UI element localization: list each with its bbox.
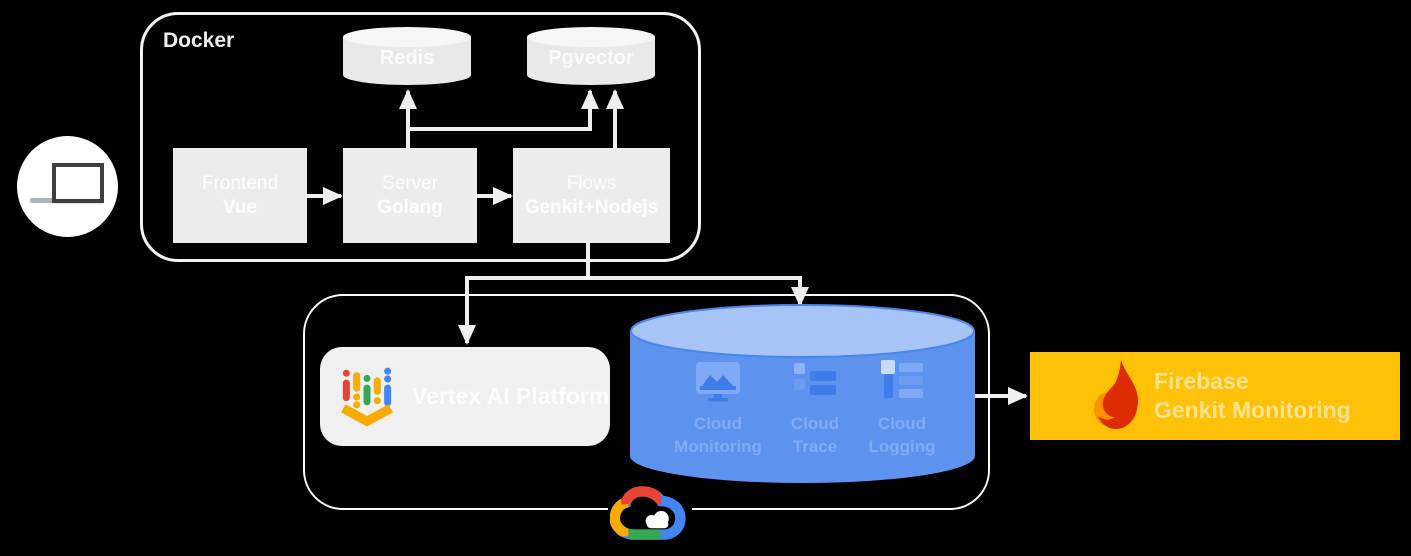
cloud-logging-service: Cloud Logging xyxy=(852,358,952,458)
observability-cylinder: Cloud Monitoring Cloud Trace xyxy=(630,304,975,484)
docker-group: Docker xyxy=(140,12,701,262)
client-device xyxy=(17,136,118,237)
firebase-node: Firebase Genkit Monitoring xyxy=(1030,352,1400,440)
vertex-ai-icon xyxy=(341,367,393,427)
cloud-monitoring-label-line2: Monitoring xyxy=(674,437,762,456)
database-cylinder-icon xyxy=(343,27,471,85)
firebase-label-line1: Firebase xyxy=(1154,368,1249,394)
database-cylinder-icon xyxy=(527,27,655,85)
frontend-node-title: Frontend xyxy=(201,172,279,194)
flows-node: Flows Genkit+Nodejs xyxy=(513,148,670,243)
docker-group-label: Docker xyxy=(163,29,235,52)
pgvector-datastore: Pgvector xyxy=(527,27,655,85)
cloud-trace-service: Cloud Trace xyxy=(772,358,858,458)
flows-node-title: Flows xyxy=(566,172,617,194)
pgvector-label: Pgvector xyxy=(548,47,634,69)
cloud-monitoring-label-line1: Cloud xyxy=(693,414,743,433)
cloud-logging-icon xyxy=(881,360,923,398)
cloud-trace-label-line1: Cloud xyxy=(790,414,840,433)
frontend-node: Frontend Vue xyxy=(173,148,307,243)
redis-datastore: Redis xyxy=(343,27,471,85)
vertex-ai-node: Vertex AI Platform xyxy=(320,347,610,446)
cloud-trace-label-line2: Trace xyxy=(792,437,838,456)
cloud-logging-label-line2: Logging xyxy=(868,437,936,456)
flows-node-tech: Genkit+Nodejs xyxy=(524,196,659,218)
cloud-monitoring-icon xyxy=(696,362,740,402)
firebase-label-line2: Genkit Monitoring xyxy=(1154,397,1351,423)
vertex-ai-label: Vertex AI Platform xyxy=(412,383,610,409)
google-cloud-logo xyxy=(608,482,692,552)
firebase-flame-icon xyxy=(1094,360,1138,429)
laptop-icon xyxy=(30,163,104,204)
server-node: Server Golang xyxy=(343,148,477,243)
server-node-title: Server xyxy=(382,172,438,194)
cloud-monitoring-service: Cloud Monitoring xyxy=(654,358,782,458)
redis-label: Redis xyxy=(379,47,435,69)
server-node-tech: Golang xyxy=(377,196,443,218)
google-cloud-icon xyxy=(610,485,690,549)
frontend-node-tech: Vue xyxy=(222,196,258,218)
cloud-logging-label-line1: Cloud xyxy=(877,414,927,433)
cloud-trace-icon xyxy=(794,363,836,395)
